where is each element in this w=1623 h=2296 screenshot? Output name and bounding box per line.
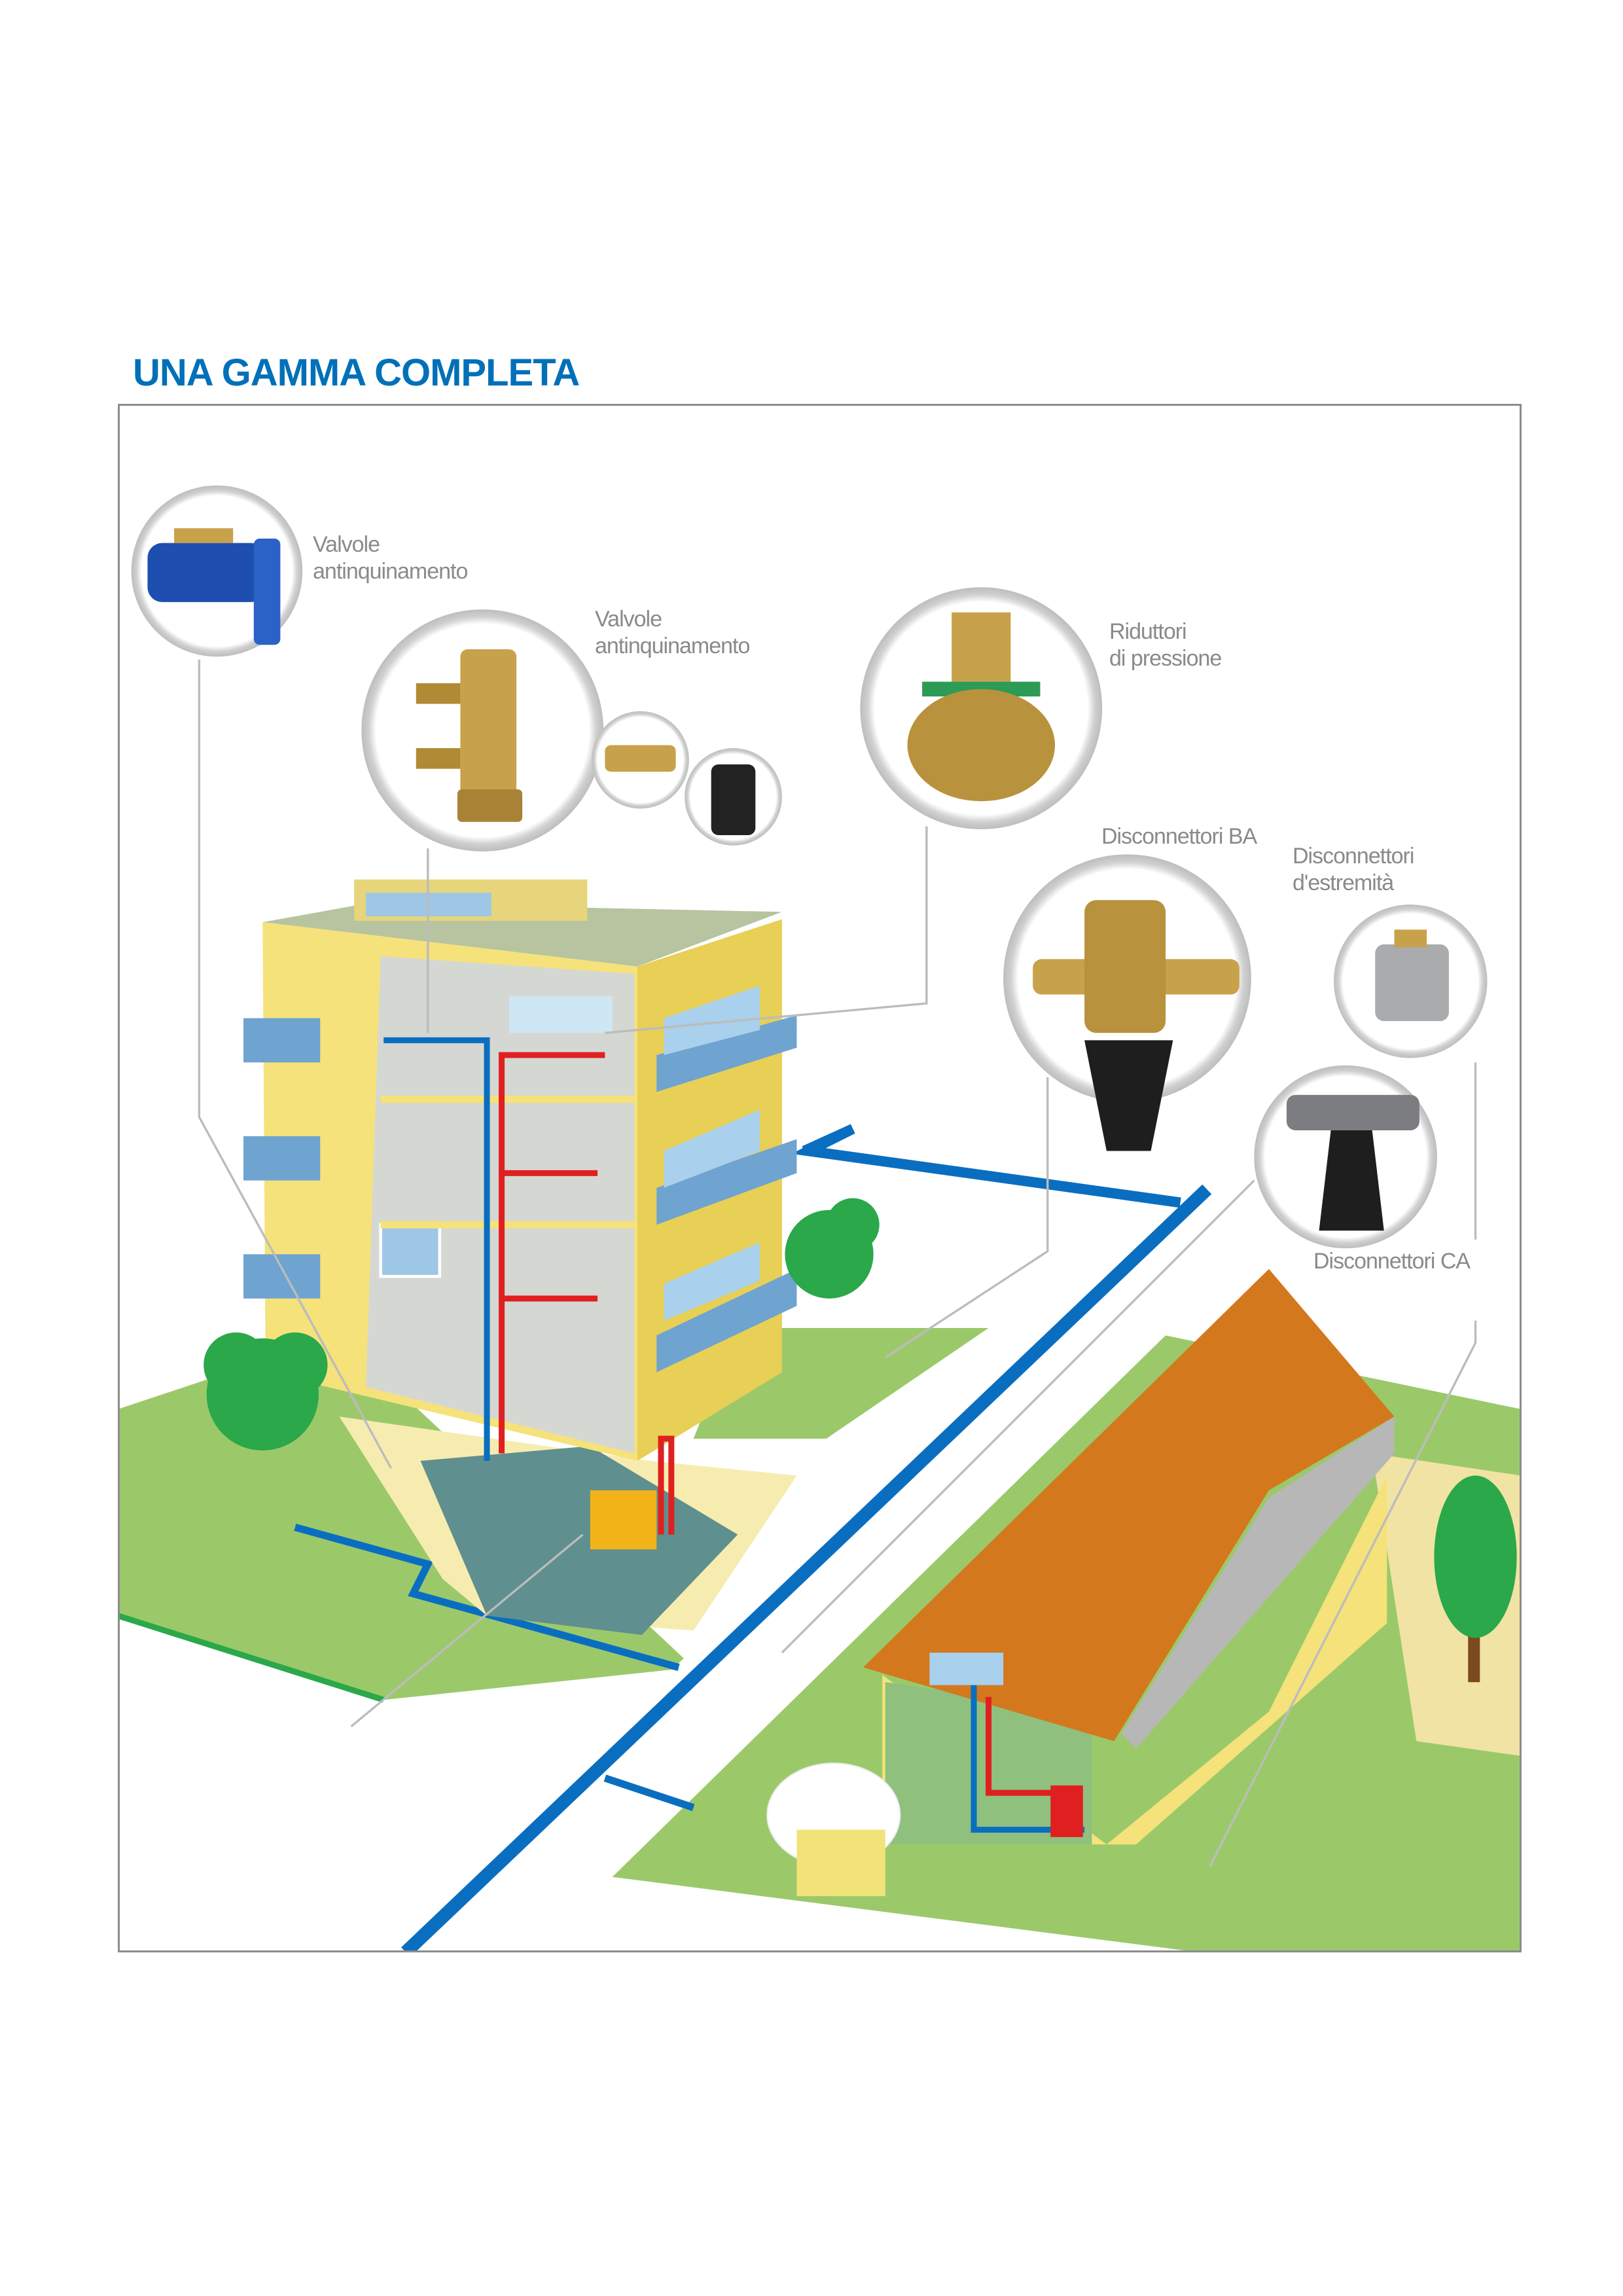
- label-valvole-antinquinamento-1: Valvole antinquinamento: [313, 531, 468, 585]
- label-line: Valvole: [595, 607, 662, 632]
- main-pipe: [401, 1184, 1212, 1952]
- product-circle-valvole-brass: [361, 609, 604, 852]
- product-circle-valvole-flanged: [131, 485, 303, 657]
- label-line: Riduttori: [1109, 619, 1187, 644]
- page-title: UNA GAMMA COMPLETA: [133, 351, 580, 394]
- product-circle-riduttori: [860, 587, 1103, 830]
- road: [368, 1195, 1269, 1952]
- product-circle-black-cap: [685, 748, 782, 846]
- label-riduttori: Riduttori di pressione: [1109, 619, 1222, 672]
- label-valvole-antinquinamento-2: Valvole antinquinamento: [595, 606, 750, 660]
- tree-right: [1434, 1475, 1517, 1683]
- label-disconnettori-estremita: Disconnettori d'estremità: [1293, 843, 1414, 897]
- label-disconnettori-ba: Disconnettori BA: [1101, 824, 1257, 849]
- house-roof: [863, 1268, 1395, 1742]
- tree-left: [204, 1332, 328, 1451]
- product-circle-disconnettori-estremita: [1334, 905, 1488, 1058]
- illustration-frame: [118, 404, 1522, 1952]
- label-disconnettori-ca: Disconnettori CA: [1313, 1249, 1471, 1274]
- product-circle-small-brass: [592, 711, 689, 809]
- connector-lines: [198, 659, 1477, 1867]
- label-line: d'estremità: [1293, 870, 1394, 895]
- label-line: antinquinamento: [595, 634, 750, 658]
- product-circle-disconnettori-ca: [1254, 1065, 1437, 1249]
- tree-middle: [785, 1198, 880, 1299]
- label-line: antinquinamento: [313, 559, 468, 584]
- label-line: di pressione: [1109, 646, 1222, 671]
- product-circle-disconnettori-ba: [1003, 854, 1251, 1151]
- label-line: Disconnettori: [1293, 844, 1414, 869]
- label-line: Valvole: [313, 532, 380, 557]
